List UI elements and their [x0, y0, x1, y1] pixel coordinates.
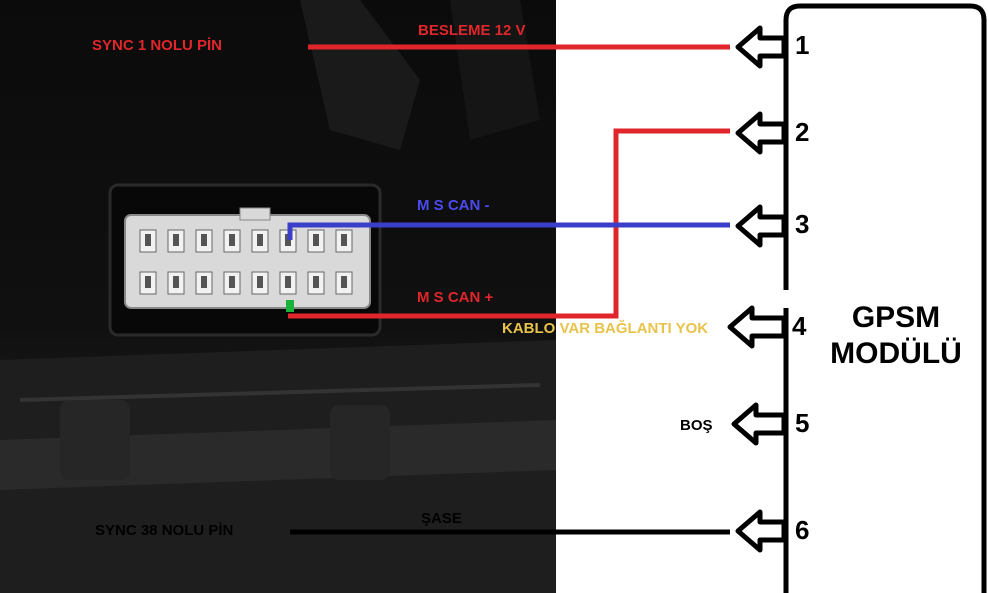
obd-pin-contact	[229, 234, 235, 246]
obd-pin-contact	[145, 276, 151, 288]
obd-pin-contact	[341, 234, 347, 246]
module-gap	[760, 290, 800, 308]
pin-number: 1	[795, 30, 810, 60]
label-sync1: SYNC 1 NOLU PİN	[92, 37, 223, 54]
pin-number: 4	[792, 311, 807, 341]
module-title: GPSM MODÜLÜ	[796, 300, 989, 372]
obd-pin-contact	[173, 234, 179, 246]
pin-number: 6	[795, 515, 810, 545]
module-box	[783, 3, 987, 593]
pin-arrows	[727, 25, 787, 553]
obd-pin-contact	[201, 234, 207, 246]
obd-pin-contact	[285, 276, 291, 288]
obd-pin-contact	[341, 276, 347, 288]
arrow-icon-4	[727, 305, 787, 349]
label-sync38: SYNC 38 NOLU PİN	[95, 522, 234, 539]
arrow-icon-6	[735, 509, 787, 553]
obd-pin-contact	[313, 234, 319, 246]
pin-number: 5	[795, 408, 810, 438]
obd-pin-contact	[145, 234, 151, 246]
obd-pin-contact	[313, 276, 319, 288]
obd-pin-contact	[201, 276, 207, 288]
arrow-icon-3	[735, 204, 787, 248]
arrow-icon-5	[731, 402, 787, 446]
label-sase: ŞASE	[421, 510, 462, 527]
pin-number: 2	[795, 117, 810, 147]
label-bos: BOŞ	[680, 417, 713, 434]
obd-pin-contact	[229, 276, 235, 288]
arrow-icon-2	[735, 111, 787, 155]
module-title-line1: GPSM	[851, 301, 941, 334]
obd-pin-contact	[257, 234, 263, 246]
obd-pin-contact	[257, 276, 263, 288]
pin-number: 3	[795, 209, 810, 239]
obd-pin-contact	[173, 276, 179, 288]
label-besleme: BESLEME 12 V	[418, 22, 526, 39]
obd-pin-holes	[139, 229, 353, 295]
label-ms-can-plus: M S CAN +	[417, 289, 494, 306]
label-ms-can-minus: M S CAN -	[417, 197, 490, 214]
arrow-icon-1	[735, 25, 787, 69]
wire-can-minus	[287, 222, 730, 240]
green-pin-mark	[286, 300, 294, 312]
label-kablo-var: KABLO VAR BAĞLANTI YOK	[502, 320, 709, 337]
module-title-line2: MODÜLÜ	[830, 337, 962, 370]
